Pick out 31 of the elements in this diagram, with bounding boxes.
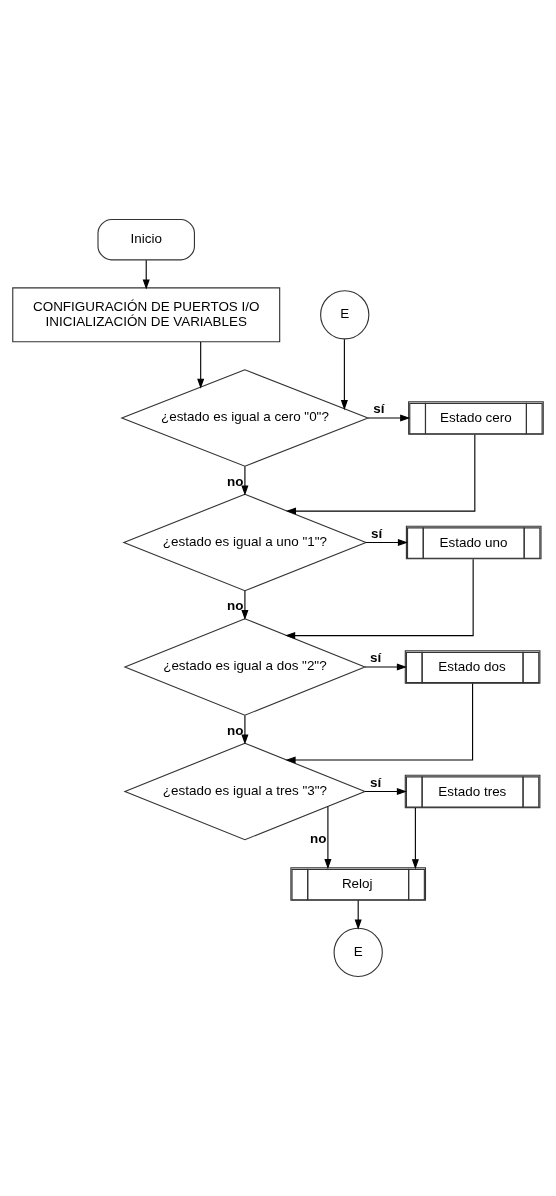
arrow xyxy=(324,806,332,870)
node-box: CONFIGURACIÓN DE PUERTOS I/O INICIALIZACIÓN DE VARIABLES xyxy=(12,287,281,343)
node-circle: E xyxy=(333,927,383,978)
edge-label: no xyxy=(226,473,244,489)
arrow xyxy=(241,590,249,621)
node-circle: E xyxy=(320,290,370,340)
edge-label: sí xyxy=(370,774,382,790)
edge-label: sí xyxy=(371,525,383,541)
edge-label: sí xyxy=(373,401,385,417)
arrow xyxy=(354,900,362,930)
arrow xyxy=(364,663,407,671)
arrow xyxy=(241,465,249,496)
arrow xyxy=(285,434,476,515)
edge-label: no xyxy=(226,598,244,614)
node-diamond: ¿estado es igual a cero "0"? xyxy=(120,369,370,467)
arrow xyxy=(340,338,348,411)
node-box: Inicio xyxy=(97,218,195,261)
node-diamond: ¿estado es igual a uno "1"? xyxy=(122,493,368,592)
arrow xyxy=(365,538,408,546)
edge-label: no xyxy=(309,830,327,846)
arrow xyxy=(197,341,205,389)
arrow xyxy=(142,259,150,290)
node-diamond: ¿estado es igual a dos "2"? xyxy=(123,618,367,716)
edge-label: sí xyxy=(370,650,382,666)
edge-label: no xyxy=(226,722,244,738)
arrow xyxy=(367,414,411,422)
arrow xyxy=(241,714,249,745)
arrow xyxy=(285,683,474,764)
arrow xyxy=(411,807,419,870)
arrow xyxy=(364,787,407,795)
arrow xyxy=(285,558,474,640)
